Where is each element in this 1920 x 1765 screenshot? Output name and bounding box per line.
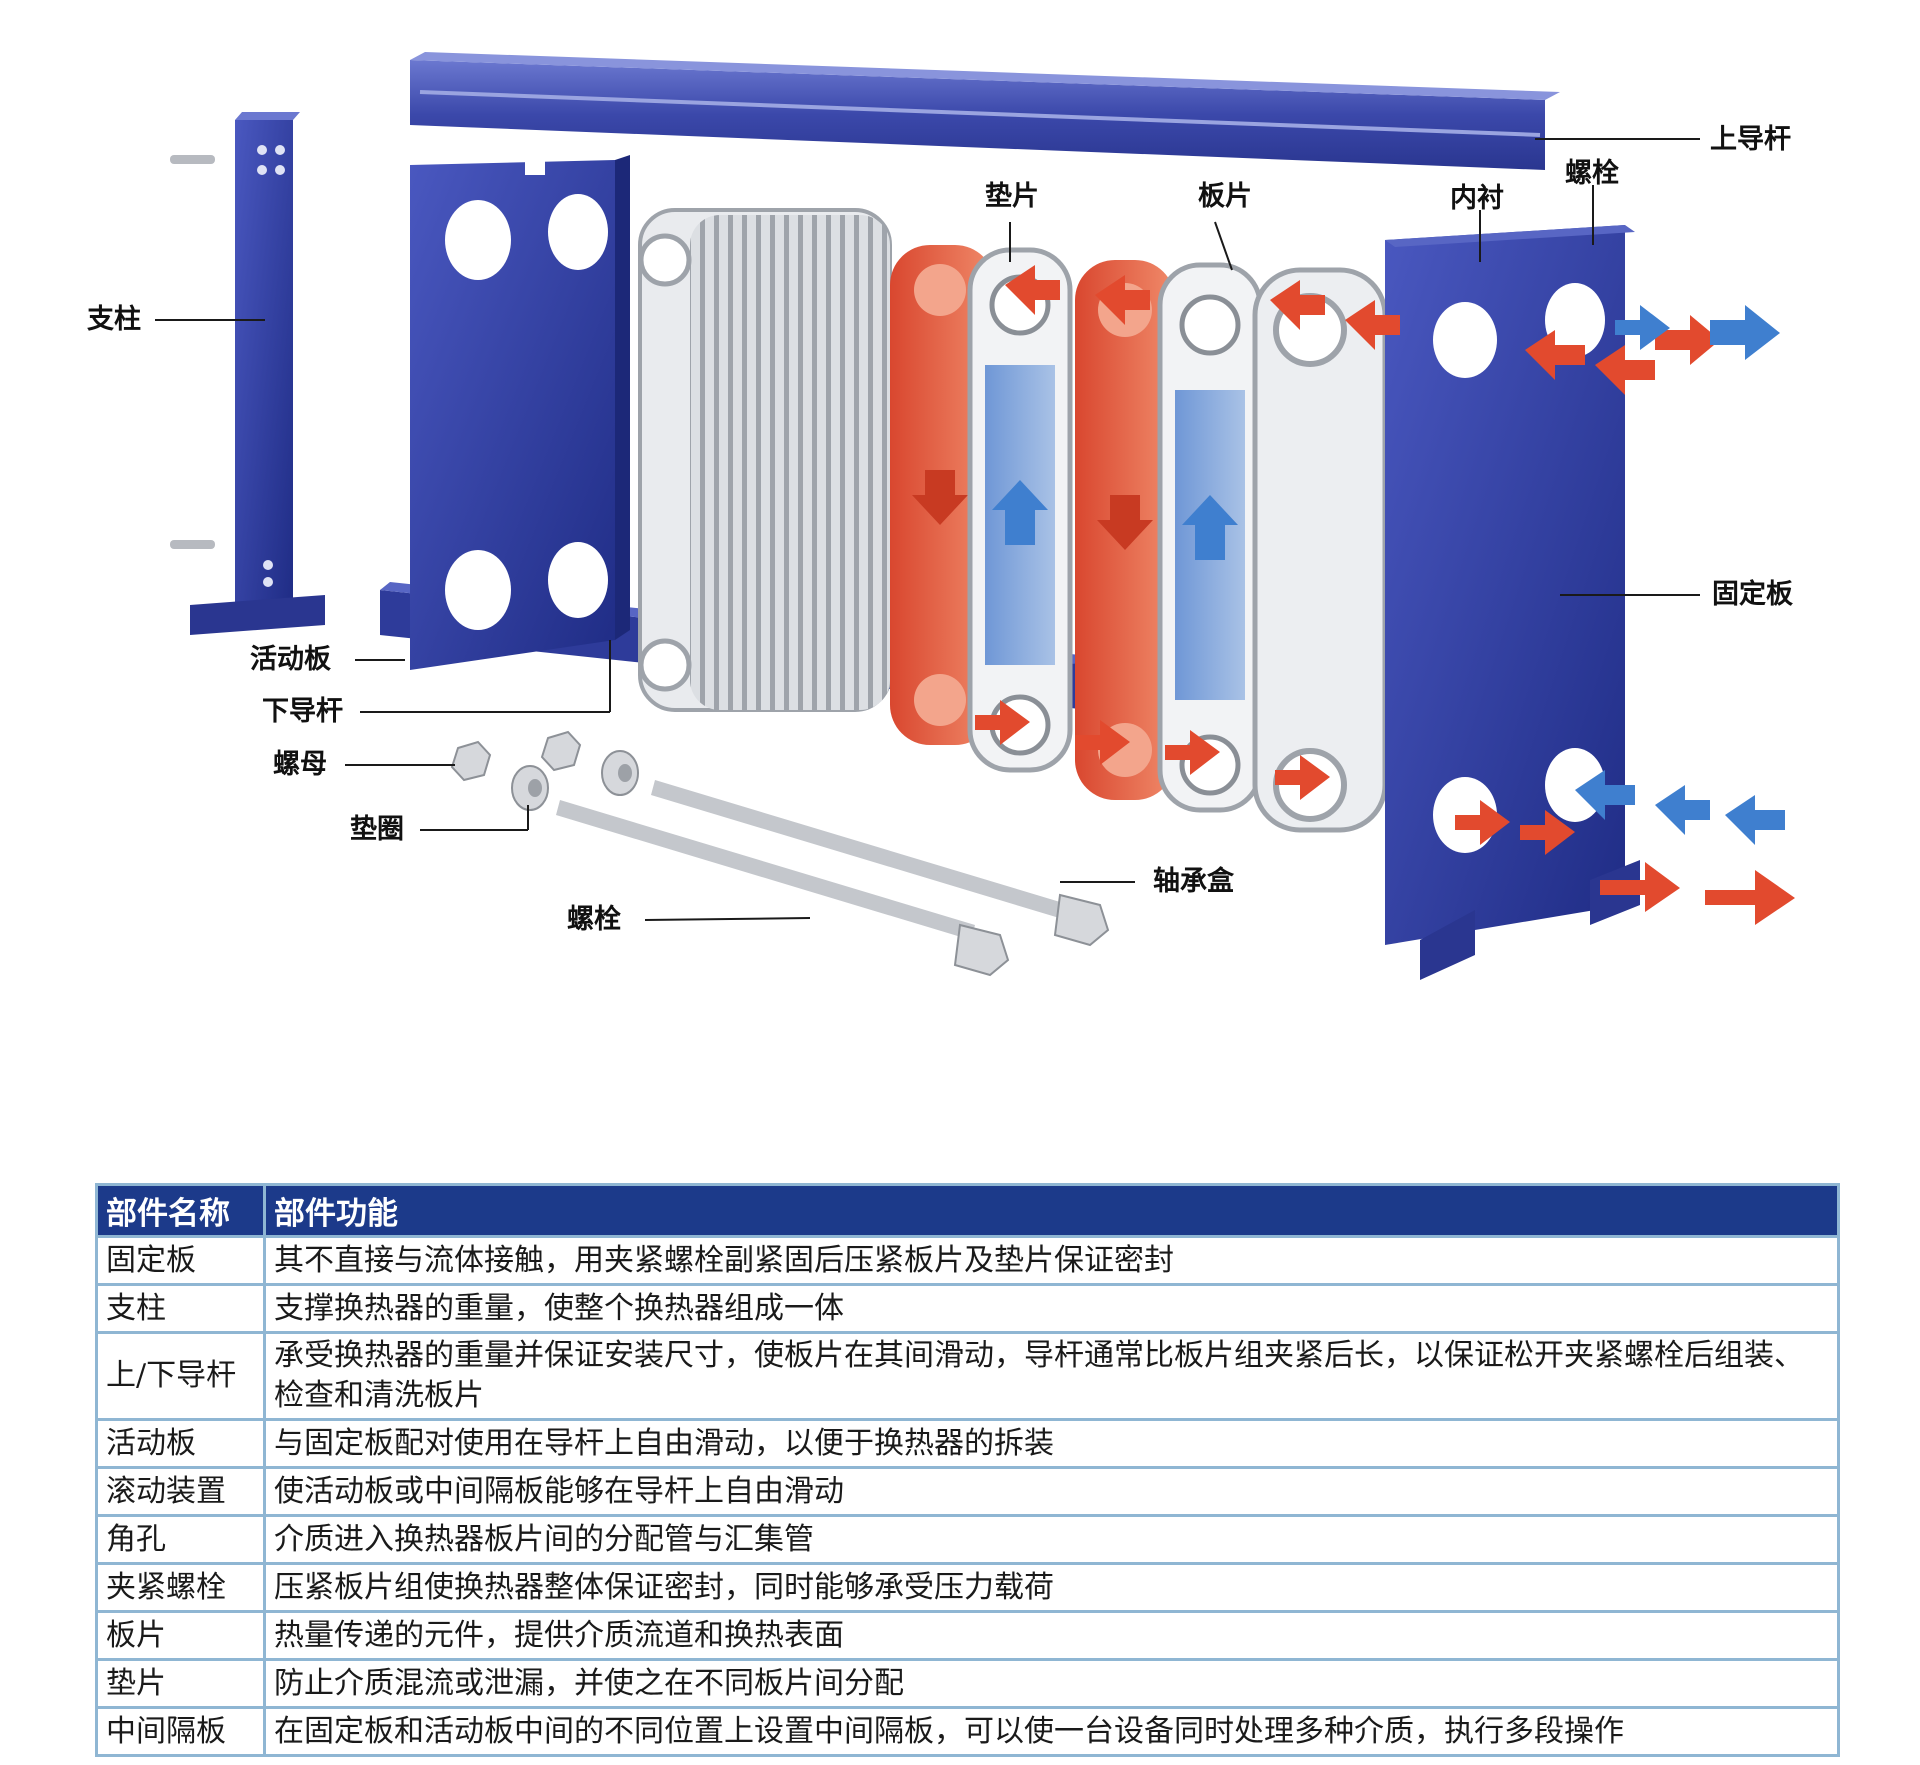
table-row: 滚动装置 使活动板或中间隔板能够在导杆上自由滑动 <box>95 1466 1840 1517</box>
cell-part-function: 防止介质混流或泄漏，并使之在不同板片间分配 <box>263 1658 1840 1709</box>
cell-part-name: 角孔 <box>95 1514 266 1565</box>
parts-table-container: 部件名称 部件功能 固定板 其不直接与流体接触，用夹紧螺栓副紧固后压紧板片及垫片… <box>95 1183 1840 1757</box>
support-column <box>190 112 325 635</box>
cell-part-name: 滚动装置 <box>95 1466 266 1517</box>
cell-part-name: 垫片 <box>95 1658 266 1709</box>
column-bolt-icon <box>170 155 215 549</box>
cold-channel-plate <box>1157 262 1263 813</box>
cell-part-function: 热量传递的元件，提供介质流道和换热表面 <box>263 1610 1840 1661</box>
table-row: 夹紧螺栓 压紧板片组使换热器整体保证密封，同时能够承受压力载荷 <box>95 1562 1840 1613</box>
cell-part-function: 介质进入换热器板片间的分配管与汇集管 <box>263 1514 1840 1565</box>
cell-part-function: 在固定板和活动板中间的不同位置上设置中间隔板，可以使一台设备同时处理多种介质，执… <box>263 1706 1840 1757</box>
movable-plate <box>410 150 630 670</box>
table-header-row: 部件名称 部件功能 <box>95 1183 1840 1238</box>
plate-pack <box>638 208 892 712</box>
cell-part-function: 支撑换热器的重量，使整个换热器组成一体 <box>263 1283 1840 1334</box>
table-row: 支柱 支撑换热器的重量，使整个换热器组成一体 <box>95 1283 1840 1334</box>
cold-flow-arrow-icon <box>1575 305 1785 845</box>
label-column: 支柱 <box>87 304 141 335</box>
cell-part-name: 板片 <box>95 1610 266 1661</box>
hot-flow-arrow-icon <box>975 265 1655 855</box>
label-bottom-rail: 下导杆 <box>262 696 343 727</box>
label-plate: 板片 <box>1198 181 1252 212</box>
table-row: 固定板 其不直接与流体接触，用夹紧螺栓副紧固后压紧板片及垫片保证密封 <box>95 1235 1840 1286</box>
label-gasket: 垫片 <box>985 181 1039 212</box>
cold-channel-plate <box>967 247 1073 773</box>
label-bolt-top: 螺栓 <box>1565 158 1619 189</box>
parts-function-table: 部件名称 部件功能 固定板 其不直接与流体接触，用夹紧螺栓副紧固后压紧板片及垫片… <box>95 1183 1840 1757</box>
cell-part-function: 承受换热器的重量并保证安装尺寸，使板片在其间滑动，导杆通常比板片组夹紧后长，以保… <box>263 1331 1840 1421</box>
cell-part-name: 上/下导杆 <box>95 1331 266 1421</box>
label-bearing-box: 轴承盒 <box>1153 865 1235 897</box>
top-guide-rail <box>410 52 1560 170</box>
hot-inlet-arrow-icon <box>1600 315 1795 925</box>
table-row: 上/下导杆 承受换热器的重量并保证安装尺寸，使板片在其间滑动，导杆通常比板片组夹… <box>95 1331 1840 1421</box>
label-top-rail: 上导杆 <box>1710 124 1791 155</box>
cell-part-function: 其不直接与流体接触，用夹紧螺栓副紧固后压紧板片及垫片保证密封 <box>263 1235 1840 1286</box>
plate-heat-exchanger-diagram: 上导杆 螺栓 内衬 垫片 板片 支柱 固定板 活动板 下导杆 螺母 垫圈 轴承盒… <box>87 52 1795 980</box>
cell-part-name: 活动板 <box>95 1418 266 1469</box>
label-washer: 垫圈 <box>350 814 404 845</box>
clamping-bolt-icon <box>556 780 1110 977</box>
label-liner: 内衬 <box>1450 183 1504 214</box>
fixed-plate <box>1385 225 1640 980</box>
cell-part-name: 中间隔板 <box>95 1706 266 1757</box>
table-row: 角孔 介质进入换热器板片间的分配管与汇集管 <box>95 1514 1840 1565</box>
label-fixed-plate: 固定板 <box>1712 578 1793 610</box>
label-bolt-bottom: 螺栓 <box>567 904 621 935</box>
header-part-name: 部件名称 <box>95 1183 266 1238</box>
washer-icon <box>511 750 639 811</box>
label-nut: 螺母 <box>273 749 327 780</box>
label-movable-plate: 活动板 <box>250 644 331 675</box>
table-row: 垫片 防止介质混流或泄漏，并使之在不同板片间分配 <box>95 1658 1840 1709</box>
cell-part-function: 与固定板配对使用在导杆上自由滑动，以便于换热器的拆装 <box>263 1418 1840 1469</box>
cell-part-name: 固定板 <box>95 1235 266 1286</box>
table-row: 中间隔板 在固定板和活动板中间的不同位置上设置中间隔板，可以使一台设备同时处理多… <box>95 1706 1840 1757</box>
cell-part-function: 压紧板片组使换热器整体保证密封，同时能够承受压力载荷 <box>263 1562 1840 1613</box>
end-plate <box>1252 267 1388 833</box>
leader-lines <box>155 138 1700 921</box>
hot-channel-plate <box>1075 260 1175 800</box>
cell-part-name: 夹紧螺栓 <box>95 1562 266 1613</box>
header-part-function: 部件功能 <box>263 1183 1840 1238</box>
table-row: 板片 热量传递的元件，提供介质流道和换热表面 <box>95 1610 1840 1661</box>
table-row: 活动板 与固定板配对使用在导杆上自由滑动，以便于换热器的拆装 <box>95 1418 1840 1469</box>
nut-icon <box>450 730 582 782</box>
cell-part-function: 使活动板或中间隔板能够在导杆上自由滑动 <box>263 1466 1840 1517</box>
cell-part-name: 支柱 <box>95 1283 266 1334</box>
